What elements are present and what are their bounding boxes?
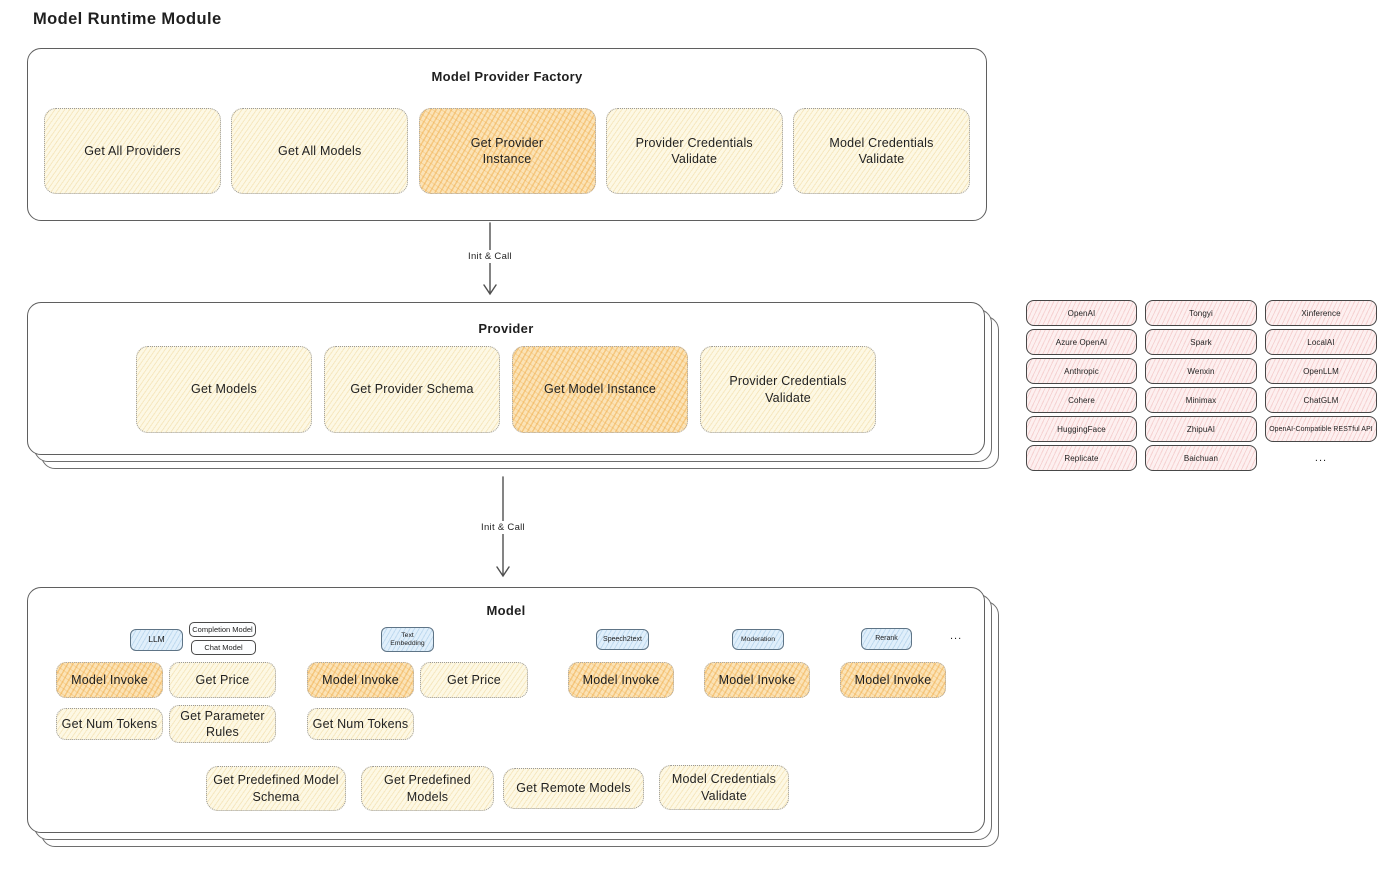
- tag-text-embedding[interactable]: Text Embedding: [381, 627, 434, 652]
- get-model-instance-button[interactable]: Get Model Instance: [512, 346, 688, 433]
- provider-xinference[interactable]: Xinference: [1265, 300, 1377, 326]
- moderation-model-invoke-button[interactable]: Model Invoke: [704, 662, 810, 698]
- provider-baichuan[interactable]: Baichuan: [1145, 445, 1257, 471]
- get-all-models-button[interactable]: Get All Models: [231, 108, 409, 194]
- provider-chatglm[interactable]: ChatGLM: [1265, 387, 1377, 413]
- provider-list-col3: Xinference LocalAI OpenLLM ChatGLM OpenA…: [1265, 300, 1377, 471]
- provider-credentials-validate-button-2[interactable]: Provider Credentials Validate: [700, 346, 876, 433]
- get-predefined-models-button[interactable]: Get Predefined Models: [361, 766, 494, 811]
- provider-credentials-validate-button[interactable]: Provider Credentials Validate: [605, 108, 783, 194]
- tags-ellipsis: ...: [950, 630, 963, 642]
- provider-anthropic[interactable]: Anthropic: [1026, 358, 1137, 384]
- factory-box: Model Provider Factory Get All Providers…: [27, 48, 987, 221]
- speech2text-model-invoke-button[interactable]: Model Invoke: [568, 662, 674, 698]
- llm-model-invoke-button[interactable]: Model Invoke: [56, 662, 163, 698]
- tag-rerank[interactable]: Rerank: [861, 628, 912, 650]
- provider-zhipuai[interactable]: ZhipuAI: [1145, 416, 1257, 442]
- embedding-get-price-button[interactable]: Get Price: [420, 662, 528, 698]
- factory-title: Model Provider Factory: [431, 69, 583, 84]
- llm-get-parameter-rules-button[interactable]: Get Parameter Rules: [169, 705, 276, 743]
- provider-localai[interactable]: LocalAI: [1265, 329, 1377, 355]
- embedding-model-invoke-button[interactable]: Model Invoke: [307, 662, 414, 698]
- provider-title: Provider: [478, 321, 534, 336]
- embedding-get-num-tokens-button[interactable]: Get Num Tokens: [307, 708, 414, 740]
- model-credentials-validate-button-2[interactable]: Model Credentials Validate: [659, 765, 789, 810]
- get-provider-instance-button[interactable]: Get Provider Instance: [418, 108, 596, 194]
- get-models-button[interactable]: Get Models: [136, 346, 312, 433]
- page-title: Model Runtime Module: [33, 10, 222, 28]
- model-title: Model: [486, 603, 526, 618]
- provider-list-col2: Tongyi Spark Wenxin Minimax ZhipuAI Baic…: [1145, 300, 1257, 471]
- model-credentials-validate-button[interactable]: Model Credentials Validate: [793, 108, 970, 194]
- model-box: Model LLM Completion Model Chat Model Te…: [27, 587, 985, 833]
- llm-get-price-button[interactable]: Get Price: [169, 662, 276, 698]
- get-remote-models-button[interactable]: Get Remote Models: [503, 768, 644, 809]
- arrow2-label: Init & Call: [459, 521, 547, 534]
- provider-cohere[interactable]: Cohere: [1026, 387, 1137, 413]
- tag-speech2text[interactable]: Speech2text: [596, 629, 649, 650]
- provider-tongyi[interactable]: Tongyi: [1145, 300, 1257, 326]
- rerank-model-invoke-button[interactable]: Model Invoke: [840, 662, 946, 698]
- provider-replicate[interactable]: Replicate: [1026, 445, 1137, 471]
- provider-azure-openai[interactable]: Azure OpenAI: [1026, 329, 1137, 355]
- provider-openai[interactable]: OpenAI: [1026, 300, 1137, 326]
- provider-huggingface[interactable]: HuggingFace: [1026, 416, 1137, 442]
- provider-wenxin[interactable]: Wenxin: [1145, 358, 1257, 384]
- get-predefined-model-schema-button[interactable]: Get Predefined Model Schema: [206, 766, 346, 811]
- tag-llm[interactable]: LLM: [130, 629, 183, 651]
- arrow1-label: Init & Call: [446, 250, 534, 263]
- provider-openllm[interactable]: OpenLLM: [1265, 358, 1377, 384]
- tag-completion-model[interactable]: Completion Model: [189, 622, 256, 637]
- provider-openai-compatible[interactable]: OpenAI-Compatible RESTful API: [1265, 416, 1377, 442]
- llm-get-num-tokens-button[interactable]: Get Num Tokens: [56, 708, 163, 740]
- tag-chat-model[interactable]: Chat Model: [191, 640, 256, 655]
- tag-moderation[interactable]: Moderation: [732, 629, 784, 650]
- provider-box: Provider Get Models Get Provider Schema …: [27, 302, 985, 455]
- provider-spark[interactable]: Spark: [1145, 329, 1257, 355]
- provider-list: OpenAI Azure OpenAI Anthropic Cohere Hug…: [1026, 300, 1377, 471]
- get-all-providers-button[interactable]: Get All Providers: [44, 108, 221, 194]
- provider-minimax[interactable]: Minimax: [1145, 387, 1257, 413]
- provider-list-more: ...: [1314, 452, 1328, 464]
- get-provider-schema-button[interactable]: Get Provider Schema: [324, 346, 500, 433]
- provider-list-col1: OpenAI Azure OpenAI Anthropic Cohere Hug…: [1026, 300, 1137, 471]
